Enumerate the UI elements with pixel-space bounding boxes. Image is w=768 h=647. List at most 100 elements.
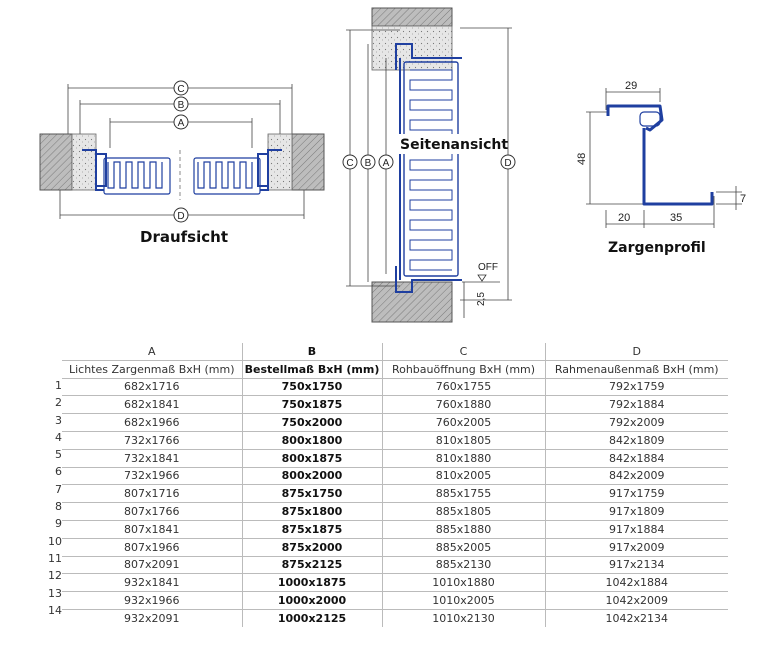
table-cell-a: 682x1966 — [62, 413, 242, 432]
top-view-drawing: C B A D Draufsicht — [39, 80, 325, 246]
table-cell-d: 917x2134 — [544, 555, 728, 574]
column-headers-row: Lichtes Zargenmaß BxH (mm) Bestellmaß Bx… — [62, 360, 728, 379]
table-cell-d: 842x1809 — [544, 430, 728, 450]
row-number: 2 — [55, 396, 62, 410]
profile-drawing: 29 48 20 35 7 Zargenprofil — [576, 80, 746, 256]
table-cell-b: 750x1750 — [241, 377, 382, 396]
table-cell-c: 810x1805 — [381, 430, 545, 450]
svg-text:B: B — [178, 100, 185, 111]
row-number: 5 — [55, 448, 62, 462]
table-cell-b: 875x2000 — [241, 537, 382, 557]
table-cell-a: 807x1966 — [62, 537, 242, 557]
table-cell-b: 1000x2000 — [241, 591, 382, 610]
table-cell-c: 810x1880 — [381, 448, 545, 468]
table-cell-a: 807x1716 — [62, 484, 242, 503]
table-cell-b: 875x2125 — [241, 555, 382, 574]
row-number: 1 — [55, 379, 62, 392]
profile-dim-step: 7 — [740, 193, 746, 205]
row-number: 11 — [48, 551, 62, 565]
table-cell-d: 842x1884 — [544, 448, 728, 468]
table-cell-c: 1010x2130 — [381, 608, 545, 627]
header-lichtes-zargenmass: Lichtes Zargenmaß BxH (mm) — [62, 360, 242, 379]
profile-dim-height: 48 — [576, 153, 588, 165]
table-cell-d: 917x1809 — [544, 502, 728, 521]
table-cell-c: 760x1880 — [381, 395, 545, 414]
svg-text:C: C — [346, 158, 353, 169]
table-cell-b: 1000x1875 — [241, 573, 382, 592]
table-cell-c: 1010x2005 — [381, 591, 545, 610]
top-view-dim-markers: C B A D — [173, 80, 189, 223]
svg-text:D: D — [177, 211, 184, 222]
side-view-dim-markers: C B A D — [342, 154, 516, 170]
table-cell-d: 842x2009 — [544, 466, 728, 485]
table-cell-a: 732x1966 — [62, 466, 242, 485]
table-cell-c: 810x2005 — [381, 466, 545, 485]
row-number: 6 — [55, 465, 62, 479]
table-cell-c: 760x1755 — [381, 377, 545, 396]
table-cell-a: 807x1766 — [62, 502, 242, 521]
table-cell-c: 885x2005 — [381, 537, 545, 557]
size-table: A B C D Lichtes Zargenmaß BxH (mm) Beste… — [62, 343, 728, 627]
table-cell-d: 792x2009 — [544, 413, 728, 432]
table-cell-a: 682x1716 — [62, 377, 242, 396]
profile-dim-bottom-right: 35 — [670, 212, 682, 224]
header-rahmenaussenmass: Rahmenaußenmaß BxH (mm) — [544, 360, 728, 379]
profile-dim-bottom-left: 20 — [618, 212, 630, 224]
svg-text:A: A — [178, 118, 185, 129]
table-cell-b: 800x1800 — [241, 430, 382, 450]
table-cell-c: 885x2130 — [381, 555, 545, 574]
table-cell-a: 932x1841 — [62, 573, 242, 592]
column-letter-c: C — [381, 343, 545, 361]
table-cell-b: 875x1875 — [241, 519, 382, 539]
svg-text:A: A — [383, 158, 390, 169]
header-bestellmass: Bestellmaß BxH (mm) — [241, 360, 382, 379]
table-cell-d: 1042x2134 — [544, 608, 728, 627]
table-cell-d: 1042x2009 — [544, 591, 728, 610]
table-cell-a: 732x1841 — [62, 448, 242, 468]
profile-dim-top: 29 — [625, 80, 637, 92]
svg-text:B: B — [365, 158, 372, 169]
row-number: 3 — [55, 413, 62, 427]
table-cell-a: 932x1966 — [62, 591, 242, 610]
table-cell-c: 1010x1880 — [381, 573, 545, 592]
row-number: 8 — [55, 500, 62, 514]
table-cell-d: 792x1884 — [544, 395, 728, 414]
row-number: 9 — [55, 517, 62, 531]
table-cell-d: 1042x1884 — [544, 573, 728, 592]
table-cell-b: 750x2000 — [241, 413, 382, 432]
table-cell-a: 682x1841 — [62, 395, 242, 414]
column-letter-d: D — [544, 343, 728, 361]
table-cell-c: 760x2005 — [381, 413, 545, 432]
off-label: OFF — [478, 262, 498, 273]
technical-drawings: C B A D Draufsicht — [39, 7, 746, 323]
table-cell-b: 800x2000 — [241, 466, 382, 485]
table-cell-a: 732x1766 — [62, 430, 242, 450]
table-cell-d: 917x1884 — [544, 519, 728, 539]
column-letter-a: A — [62, 343, 242, 361]
table-cell-c: 885x1805 — [381, 502, 545, 521]
table-cell-b: 750x1875 — [241, 395, 382, 414]
table-cell-d: 917x1759 — [544, 484, 728, 503]
side-view-label: Seitenansicht — [400, 137, 508, 153]
column-letters-row: A B C D — [62, 343, 728, 361]
gap-dim: 2,5 — [476, 292, 487, 306]
table-cell-c: 885x1880 — [381, 519, 545, 539]
table-cell-d: 792x1759 — [544, 377, 728, 396]
header-rohbauoeffnung: Rohbauöffnung BxH (mm) — [381, 360, 545, 379]
table-cell-b: 800x1875 — [241, 448, 382, 468]
table-cell-a: 807x1841 — [62, 519, 242, 539]
table-cell-a: 932x2091 — [62, 608, 242, 627]
